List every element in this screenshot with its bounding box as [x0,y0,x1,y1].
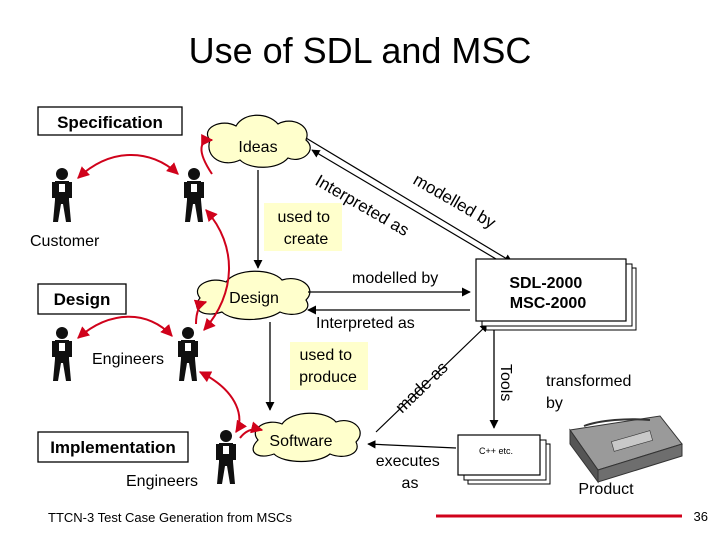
used-to-create-box [264,203,342,251]
software-label: Software [269,433,332,450]
tools-label-bg [496,344,518,410]
sdl-msc-label: SDL-2000 MSC-2000 [509,275,586,312]
used-to-produce-line-2: produce [299,369,357,386]
cpp-doc-front [457,434,541,476]
engineers-impl-label: Engineers [126,473,198,490]
specification-label: Specification [57,113,163,132]
design-impl-red-arrow [198,371,247,433]
executes-as-label: executes as [376,453,445,492]
msc-label: MSC-2000 [510,295,587,312]
page-title: Use of SDL and MSC [189,30,532,71]
customer-spec-red-arrow [77,154,179,179]
implementation-box [37,431,189,463]
design-person-cloud-red-arrow [193,299,208,325]
modelled-by-diag-label: modelled by [410,170,499,233]
sdl-doc-front [475,258,627,322]
sdl-label: SDL-2000 [509,275,582,292]
executes-as-line-1: executes [376,453,440,470]
design-cloud-label: Design [229,290,279,307]
cpp-label: C++ etc. [479,446,513,456]
transformed-by-line-2: by [546,395,563,412]
interpreted-as-label: Interpreted as [316,315,415,332]
engineers-design-label: Engineers [92,351,164,368]
used-to-create-line-1: used to [278,209,331,226]
specification-box [37,106,183,136]
impl-engineer-person-icon [216,430,236,484]
impl-person-software-red-arrow [239,421,264,439]
implementation-label: Implementation [50,438,176,457]
tools-label: Tools [497,364,514,401]
ideas-label: Ideas [238,139,277,156]
modelled-by-label: modelled by [352,270,438,287]
customer-person-icon [52,168,72,222]
used-to-create-line-2: create [284,231,329,248]
spec-person-icon [184,168,204,222]
page-number: 36 [694,509,708,524]
interpreted-as-diag-arrow [311,149,519,273]
transformed-by-label: transformed by [546,373,636,412]
ideas-cloud [207,114,311,168]
used-to-create-label: used to create [278,209,335,248]
used-to-produce-box [290,342,368,390]
used-to-produce-line-1: used to [300,347,353,364]
made-as-arrow [375,323,489,433]
software-cloud [252,412,361,463]
spec-design-red-arrow [203,209,230,331]
spec-person-ideas-red-arrow [200,134,214,175]
design-engineer-2-person-icon [178,327,198,381]
design-cloud [196,270,311,321]
footer-text: TTCN-3 Test Case Generation from MSCs [48,510,292,525]
design-box [37,283,127,315]
product-label: Product [578,481,634,498]
design-level-label: Design [54,290,111,309]
transformed-by-line-1: transformed [546,373,631,390]
executes-as-arrow [367,440,457,449]
design-engineer-person-icon [52,327,72,381]
executes-as-line-2: as [402,475,419,492]
modelled-by-diag-arrow [305,137,513,263]
used-to-produce-label: used to produce [299,347,357,386]
product-device-icon [569,415,683,484]
customer-label: Customer [30,233,100,250]
design-engineers-red-arrow [77,315,173,339]
made-as-label: made as [392,358,452,417]
